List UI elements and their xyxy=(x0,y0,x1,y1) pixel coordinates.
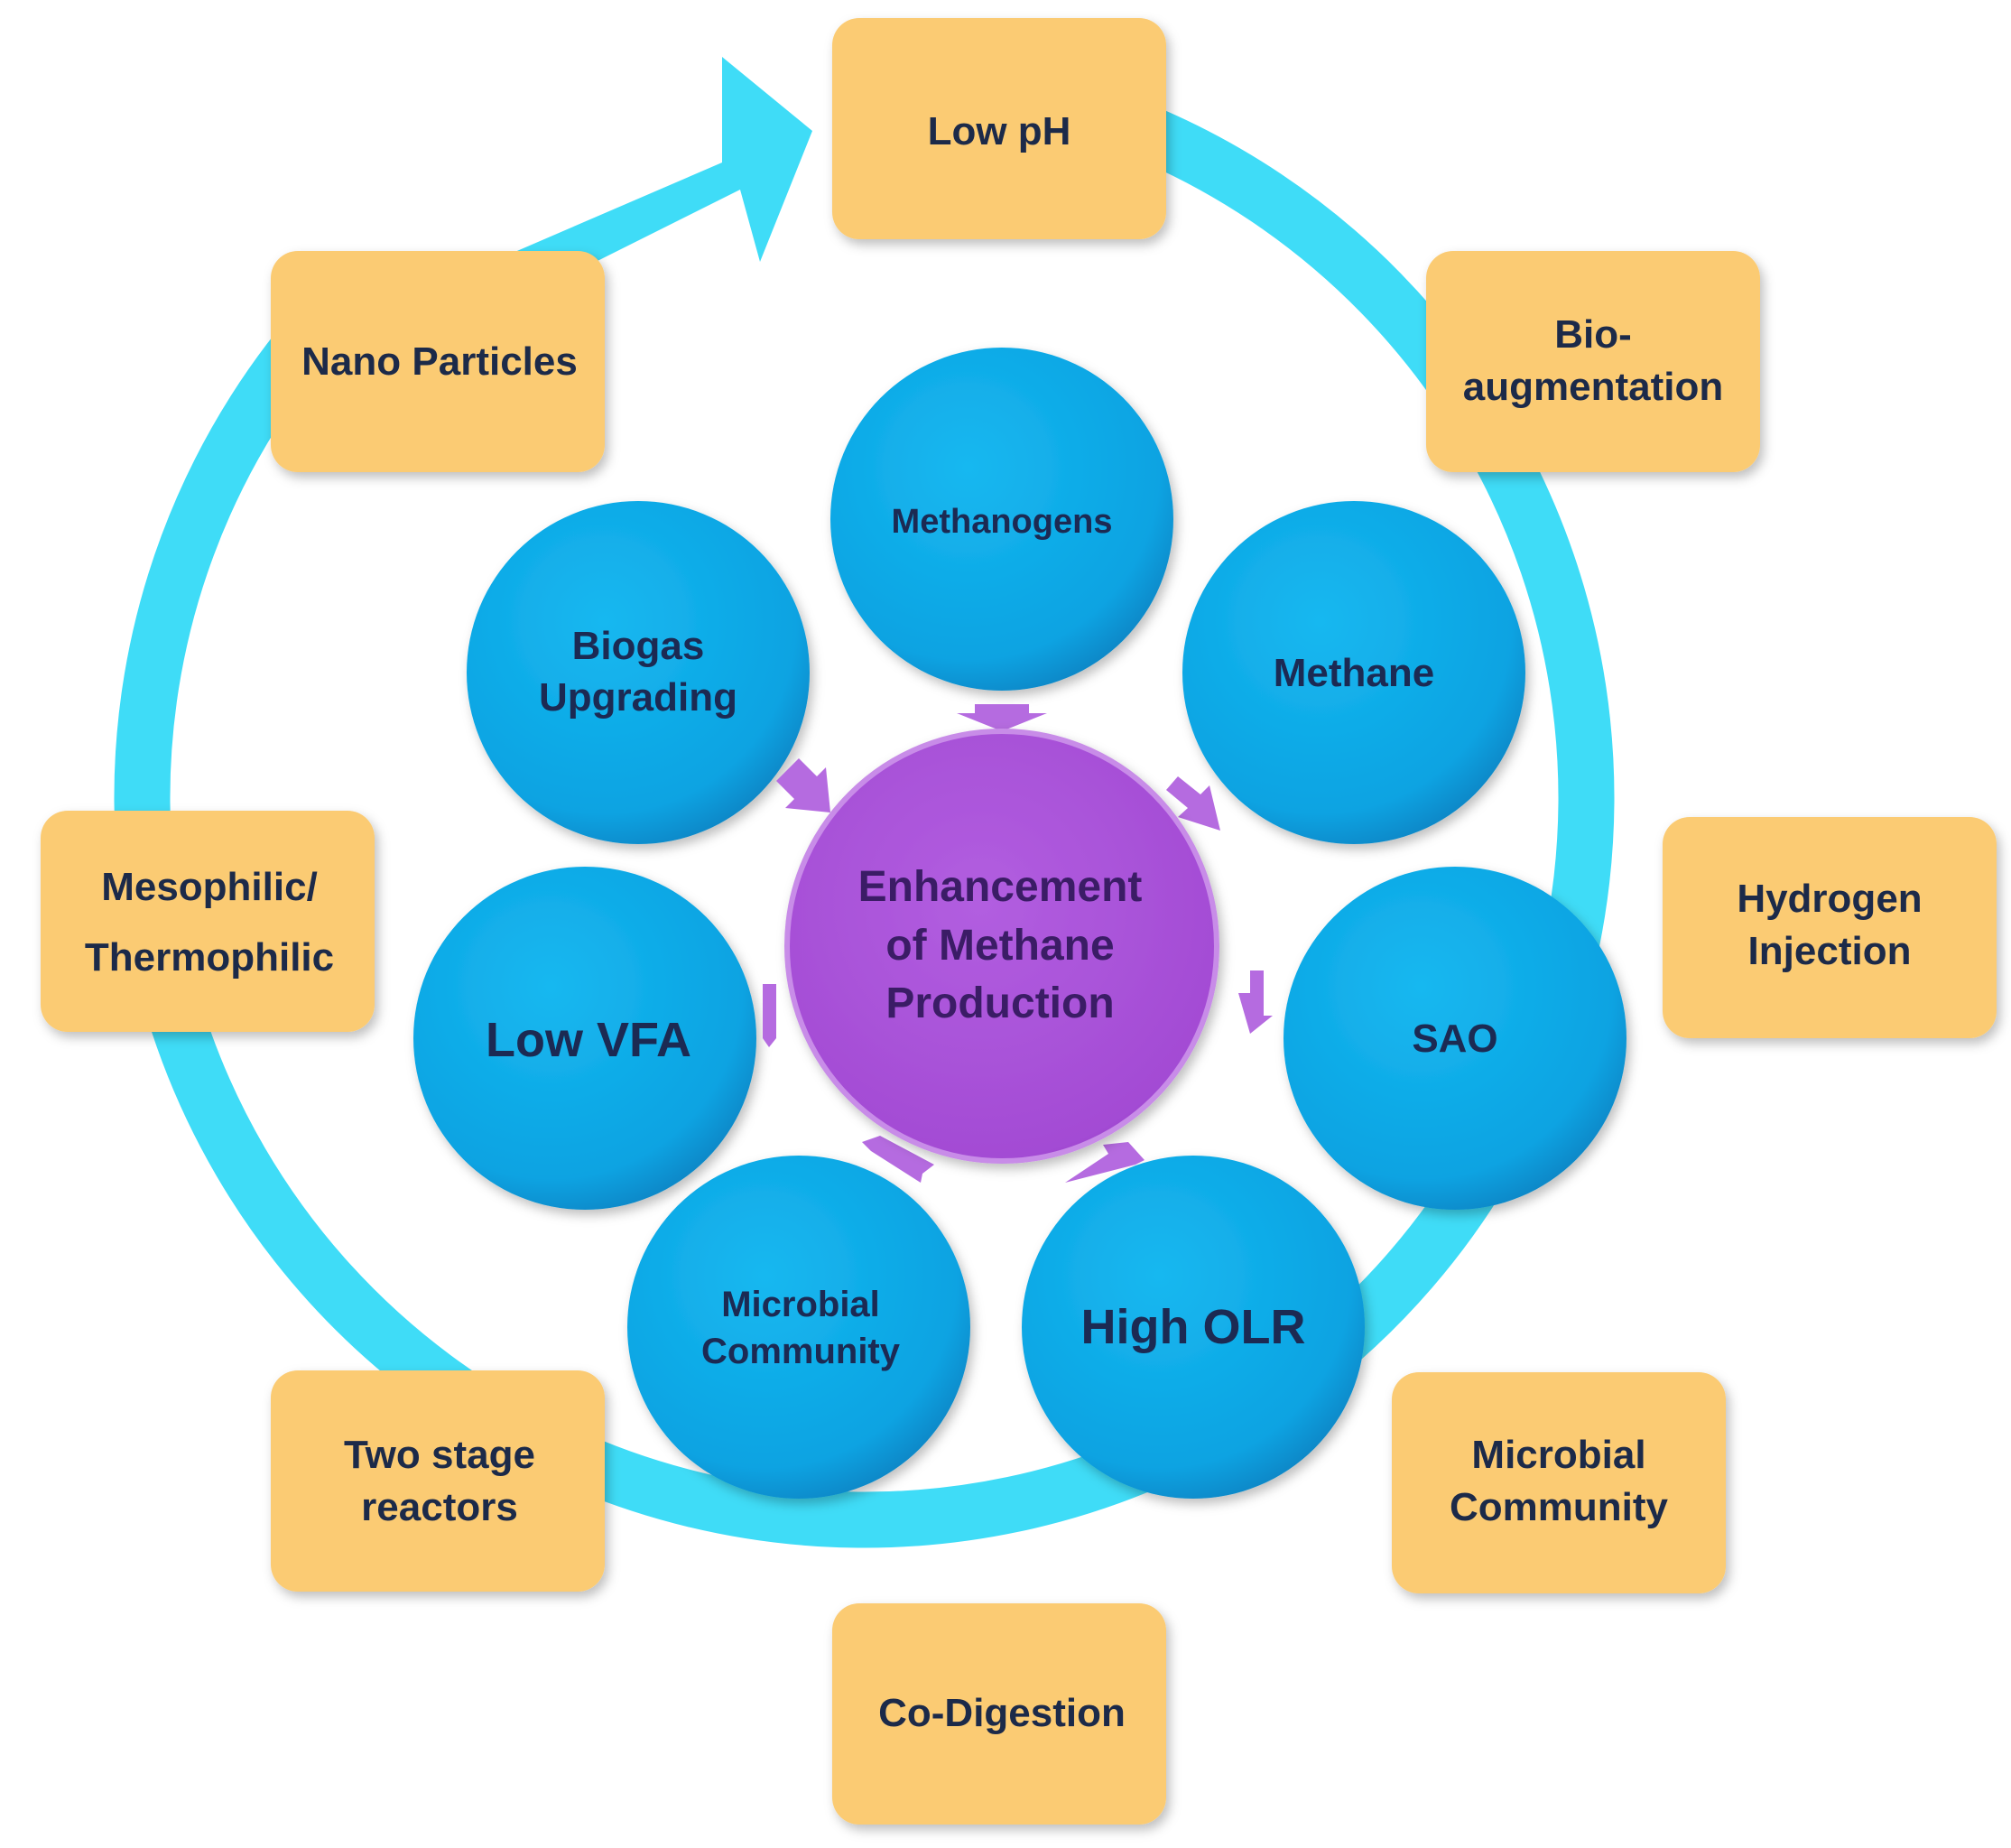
circle-label: Low VFA xyxy=(486,1013,691,1067)
circle-label-line-1: Microbial xyxy=(721,1285,880,1324)
box-label-line-2: Injection xyxy=(1748,929,1912,973)
outer-box-nano-particles: Nano Particles xyxy=(271,251,605,472)
circle-shape xyxy=(1022,1156,1365,1499)
arrow-from-methanogens xyxy=(957,704,1047,731)
circle-label-line-2: Upgrading xyxy=(539,675,737,720)
center-circle-shape xyxy=(784,729,1219,1164)
inner-circle-sao: SAO xyxy=(1284,867,1626,1210)
inner-circle-biogas-upgrading: Biogas Upgrading xyxy=(467,501,810,844)
box-shape xyxy=(271,251,605,472)
arrow-from-methane xyxy=(1166,776,1220,831)
inward-arrows xyxy=(763,704,1273,1183)
box-label-line-1: Microbial xyxy=(1471,1433,1645,1477)
outer-box-low-ph: Low pH xyxy=(832,18,1166,239)
box-label: Nano Particles xyxy=(301,339,578,384)
ring-arrowhead xyxy=(492,57,812,298)
inner-circle-methanogens: Methanogens xyxy=(830,348,1173,691)
circle-label: High OLR xyxy=(1081,1300,1306,1354)
circle-shape xyxy=(1182,501,1525,844)
center-label-line-3: Production xyxy=(885,980,1114,1027)
box-shape xyxy=(1392,1372,1726,1593)
box-shape xyxy=(832,1603,1166,1825)
inner-circle-methane: Methane xyxy=(1182,501,1525,844)
box-shape xyxy=(271,1370,605,1592)
outer-box-bio-augmentation: Bio- augmentation xyxy=(1426,251,1760,472)
circle-label-line-1: Biogas xyxy=(572,624,705,668)
box-label: Low pH xyxy=(928,109,1071,153)
circle-shape xyxy=(627,1156,970,1499)
arrow-from-microbial-community xyxy=(862,1136,934,1183)
arrow-from-high-olr xyxy=(1065,1142,1145,1183)
center-circle: Enhancement of Methane Production xyxy=(784,729,1219,1164)
arrow-from-low-vfa xyxy=(763,984,776,1047)
box-shape xyxy=(1426,251,1760,472)
outer-box-two-stage-reactors: Two stage reactors xyxy=(271,1370,605,1592)
circle-shape xyxy=(830,348,1173,691)
box-label-line-1: Mesophilic/ xyxy=(101,865,318,909)
box-label-line-2: augmentation xyxy=(1463,365,1723,409)
circle-label: SAO xyxy=(1412,1017,1497,1061)
box-label-line-1: Bio- xyxy=(1554,312,1632,357)
circle-shape xyxy=(413,867,756,1210)
outer-box-microbial-community: Microbial Community xyxy=(1392,1372,1726,1593)
box-label-line-2: Thermophilic xyxy=(85,935,334,980)
box-shape xyxy=(41,811,375,1032)
box-shape xyxy=(832,18,1166,239)
box-shape xyxy=(1663,817,1997,1038)
circle-label: Methanogens xyxy=(892,503,1113,541)
box-label-line-2: reactors xyxy=(361,1485,518,1529)
outer-box-co-digestion: Co-Digestion xyxy=(832,1603,1166,1825)
center-label-line-2: of Methane xyxy=(885,922,1114,970)
circle-shape xyxy=(467,501,810,844)
center-label-line-1: Enhancement xyxy=(858,863,1143,911)
circle-label-line-2: Community xyxy=(701,1332,901,1371)
box-label-line-1: Hydrogen xyxy=(1737,877,1922,921)
outer-box-mesophilic-thermophilic: Mesophilic/ Thermophilic xyxy=(41,811,375,1032)
box-label: Co-Digestion xyxy=(878,1691,1126,1735)
box-label-line-1: Two stage xyxy=(344,1433,535,1477)
outer-box-hydrogen-injection: Hydrogen Injection xyxy=(1663,817,1997,1038)
circle-shape xyxy=(1284,867,1626,1210)
arrow-from-sao xyxy=(1238,970,1273,1034)
circle-label: Methane xyxy=(1274,651,1434,695)
inner-circle-microbial-community: Microbial Community xyxy=(627,1156,970,1499)
inner-circle-high-olr: High OLR xyxy=(1022,1156,1365,1499)
inner-circle-low-vfa: Low VFA xyxy=(413,867,756,1210)
box-label-line-2: Community xyxy=(1450,1485,1669,1529)
arrow-from-biogas-upgrading xyxy=(776,758,830,813)
